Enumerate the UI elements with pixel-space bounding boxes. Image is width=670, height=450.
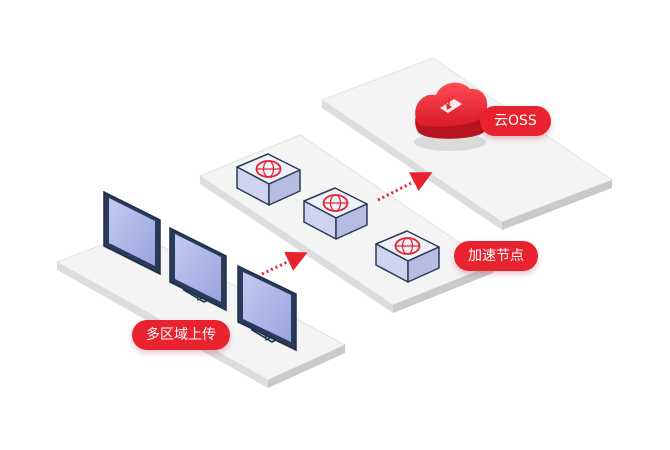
monitor-icon — [103, 190, 161, 276]
label-multi-region-upload: 多区域上传 — [132, 320, 230, 350]
acceleration-node-1 — [236, 153, 301, 206]
monitor-icon — [169, 226, 227, 312]
acceleration-node-3 — [375, 230, 440, 283]
label-acceleration-nodes: 加速节点 — [454, 241, 538, 271]
dotted-arrow-icon — [261, 251, 308, 276]
acceleration-node-2 — [303, 187, 368, 240]
dotted-arrow-icon — [377, 172, 433, 202]
label-cloud-oss: 云OSS — [480, 106, 551, 136]
monitor-icon — [237, 264, 297, 352]
cloud-upload-icon — [414, 82, 488, 151]
